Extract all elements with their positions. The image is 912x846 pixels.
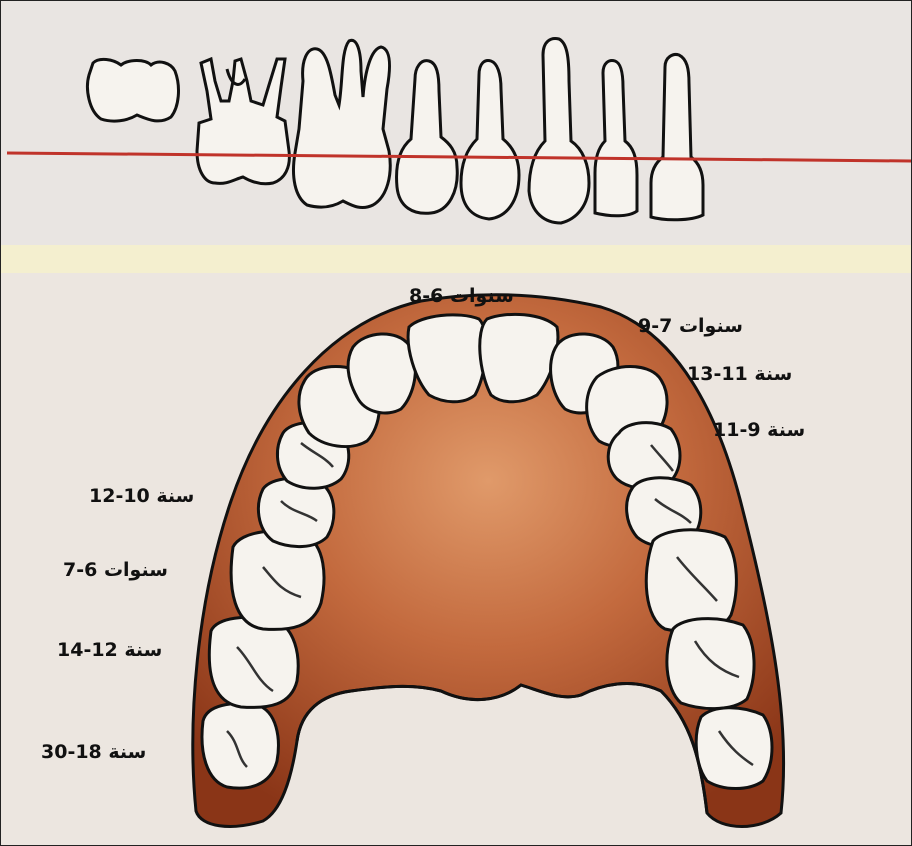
label-canine: 13-11 سنة <box>687 363 792 385</box>
arch-lateral-incisor-left <box>348 334 415 413</box>
arch-first-molar-right <box>646 530 736 632</box>
label-first-premolar: 11-9 سنة <box>713 419 805 441</box>
label-first-molar: 7-6 سنوات <box>63 559 168 581</box>
arch-second-molar-right <box>667 619 754 709</box>
arch-second-molar-left <box>209 617 298 707</box>
label-lateral-incisor: 9-7 سنوات <box>638 315 743 337</box>
label-second-molar: 14-12 سنة <box>57 639 162 661</box>
label-second-premolar: 12-10 سنة <box>89 485 194 507</box>
arch-third-molar-left <box>202 704 278 789</box>
label-third-molar: 30-18 سنة <box>41 741 146 763</box>
label-central-incisor: 8-6 سنوات <box>409 285 514 307</box>
